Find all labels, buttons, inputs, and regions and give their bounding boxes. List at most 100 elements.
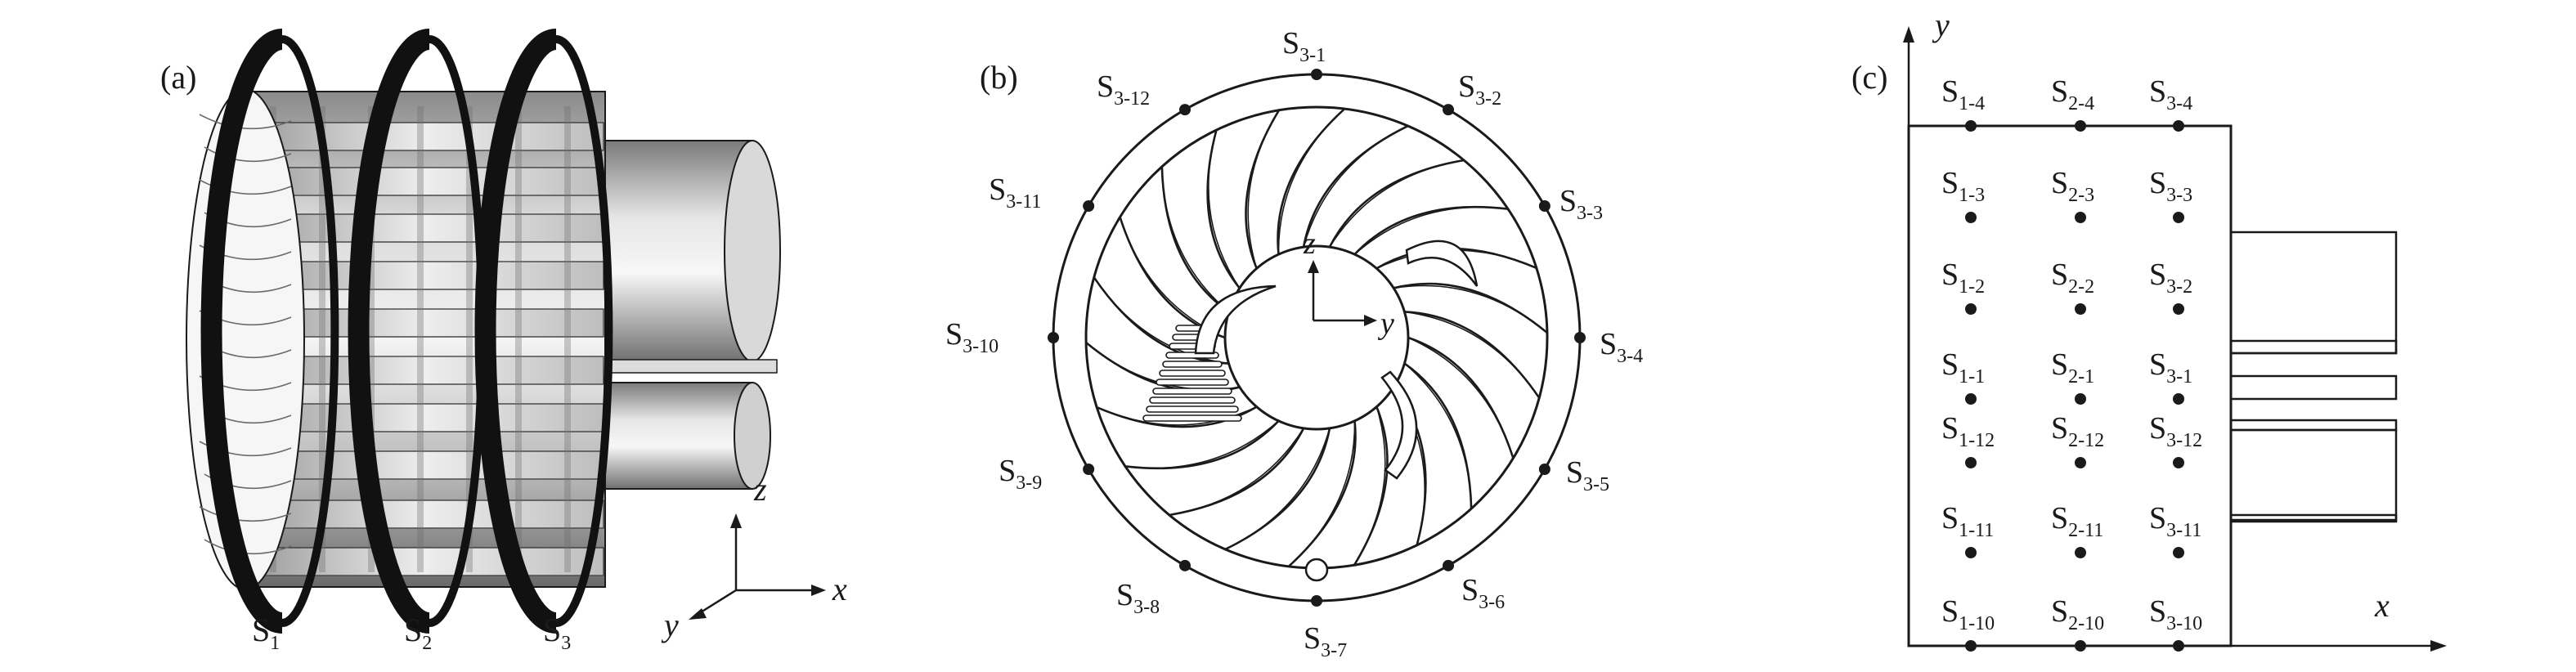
- lance: [1149, 396, 1236, 404]
- vane: [1206, 129, 1241, 289]
- vane: [1328, 159, 1465, 248]
- point-s3-1: [1311, 69, 1322, 80]
- axes-triad-a: [689, 513, 826, 620]
- swirler-body: [245, 91, 606, 588]
- blade-band: [246, 547, 604, 576]
- section-label-s1: S1: [252, 612, 280, 654]
- point-s3-7: [1311, 595, 1322, 607]
- label-s3-8: S3-8: [1116, 578, 1160, 618]
- grid-point-2-10: [2075, 640, 2086, 652]
- swirler-blades: [246, 106, 604, 576]
- axis-z-label-a: z: [753, 471, 767, 508]
- label-s3-1: S3-1: [1282, 26, 1326, 66]
- grid-label-2-3: S2-3: [2051, 166, 2094, 206]
- measurement-points-s3: S3-1S3-2S3-3S3-4S3-5S3-6S3-7S3-8S3-9S3-1…: [945, 26, 1643, 661]
- point-s3-6: [1443, 559, 1454, 571]
- wedge-insert: [1380, 370, 1418, 480]
- label-s3-11: S3-11: [989, 172, 1041, 213]
- axis-z-label-b: z: [1303, 226, 1316, 261]
- front-curve: [199, 506, 292, 522]
- section-labels: S1 S2 S3: [252, 612, 571, 654]
- section-label-s3: S3: [543, 612, 571, 654]
- grid-label-2-11: S2-11: [2051, 501, 2103, 541]
- grid-point-1-1: [1965, 393, 1977, 405]
- outlet-channels: [2229, 231, 2398, 523]
- lance: [1152, 388, 1232, 395]
- axis-y-label-a: y: [661, 607, 679, 643]
- grid-point-2-3: [2075, 212, 2086, 223]
- point-s3-11: [1083, 200, 1095, 212]
- blade-band: [246, 356, 604, 385]
- grid-point-3-4: [2173, 120, 2184, 132]
- panel-b-cross-section: (b) z y S3-1S3-2S3-3S3-4S3-5S3-6S3-7S3-8…: [945, 26, 1643, 661]
- grid-label-2-1: S2-1: [2051, 347, 2094, 388]
- grid-label-3-4: S3-4: [2149, 74, 2192, 114]
- grid-label-3-2: S3-2: [2149, 258, 2192, 298]
- panel-c-label: (c): [1851, 59, 1887, 96]
- section-disk-1: [200, 29, 339, 634]
- grid-label-1-2: S1-2: [1941, 258, 1985, 298]
- left-wedge: [1194, 284, 1277, 355]
- grid-label-3-1: S3-1: [2149, 347, 2192, 388]
- grid-label-1-12: S1-12: [1941, 411, 1995, 451]
- lance: [1159, 370, 1226, 377]
- blade-band: [246, 213, 604, 243]
- label-s3-4: S3-4: [1600, 327, 1643, 367]
- grid-point-3-3: [2173, 212, 2184, 223]
- swirl-vanes: [1085, 108, 1548, 567]
- grid-label-1-4: S1-4: [1941, 74, 1985, 114]
- axis-y-label-c: y: [1932, 7, 1950, 43]
- grid-point-1-3: [1965, 212, 1977, 223]
- point-s3-10: [1048, 332, 1059, 343]
- label-s3-2: S3-2: [1458, 69, 1501, 110]
- section-label-s2: S2: [404, 612, 432, 654]
- grid-label-3-3: S3-3: [2149, 166, 2192, 206]
- front-curve: [199, 179, 292, 195]
- blade-band: [246, 261, 604, 290]
- panel-a-label: (a): [160, 59, 196, 96]
- point-s3-4: [1574, 332, 1586, 343]
- front-curve: [204, 146, 292, 163]
- grid-label-1-1: S1-1: [1941, 347, 1985, 388]
- grid-point-2-2: [2075, 303, 2086, 315]
- label-s3-9: S3-9: [999, 454, 1042, 494]
- label-s3-10: S3-10: [945, 317, 999, 357]
- lance: [1156, 379, 1229, 386]
- grid-label-1-11: S1-11: [1941, 501, 1994, 541]
- axis-x-label-c: x: [2374, 587, 2390, 624]
- grid-point-2-4: [2075, 120, 2086, 132]
- label-s3-12: S3-12: [1097, 69, 1150, 110]
- axis-y-label-b: y: [1377, 307, 1394, 341]
- grid-point-2-12: [2075, 457, 2086, 468]
- grid-point-1-4: [1965, 120, 1977, 132]
- grid-point-1-12: [1965, 457, 1977, 468]
- fuel-lances: [1142, 325, 1242, 422]
- vane: [1160, 166, 1230, 313]
- upper-wedge: [1405, 240, 1479, 287]
- axes-c: [1903, 26, 2447, 652]
- lance: [1142, 414, 1242, 422]
- vane: [1124, 419, 1280, 470]
- grid-point-3-10: [2173, 640, 2184, 652]
- label-s3-5: S3-5: [1566, 455, 1609, 495]
- point-s3-8: [1179, 559, 1191, 571]
- grid-label-3-12: S3-12: [2149, 411, 2202, 451]
- grid-point-3-11: [2173, 547, 2184, 558]
- grid-label-1-3: S1-3: [1941, 166, 1985, 206]
- center-hub: [1223, 244, 1410, 431]
- outlet-pipe: [588, 140, 781, 490]
- panel-a-isometric-burner: (a) S1 S2 S3: [160, 29, 847, 654]
- label-s3-6: S3-6: [1461, 573, 1505, 613]
- grid-label-2-2: S2-2: [2051, 258, 2094, 298]
- lance: [1162, 361, 1223, 368]
- axes-center-b: [1308, 260, 1377, 326]
- axis-x-label-a: x: [832, 571, 847, 607]
- vane: [1169, 428, 1305, 517]
- grid-label-2-12: S2-12: [2051, 411, 2104, 451]
- lance: [1146, 405, 1239, 413]
- bottom-port: [1304, 558, 1329, 582]
- point-s3-12: [1179, 104, 1191, 116]
- label-s3-3: S3-3: [1560, 184, 1603, 224]
